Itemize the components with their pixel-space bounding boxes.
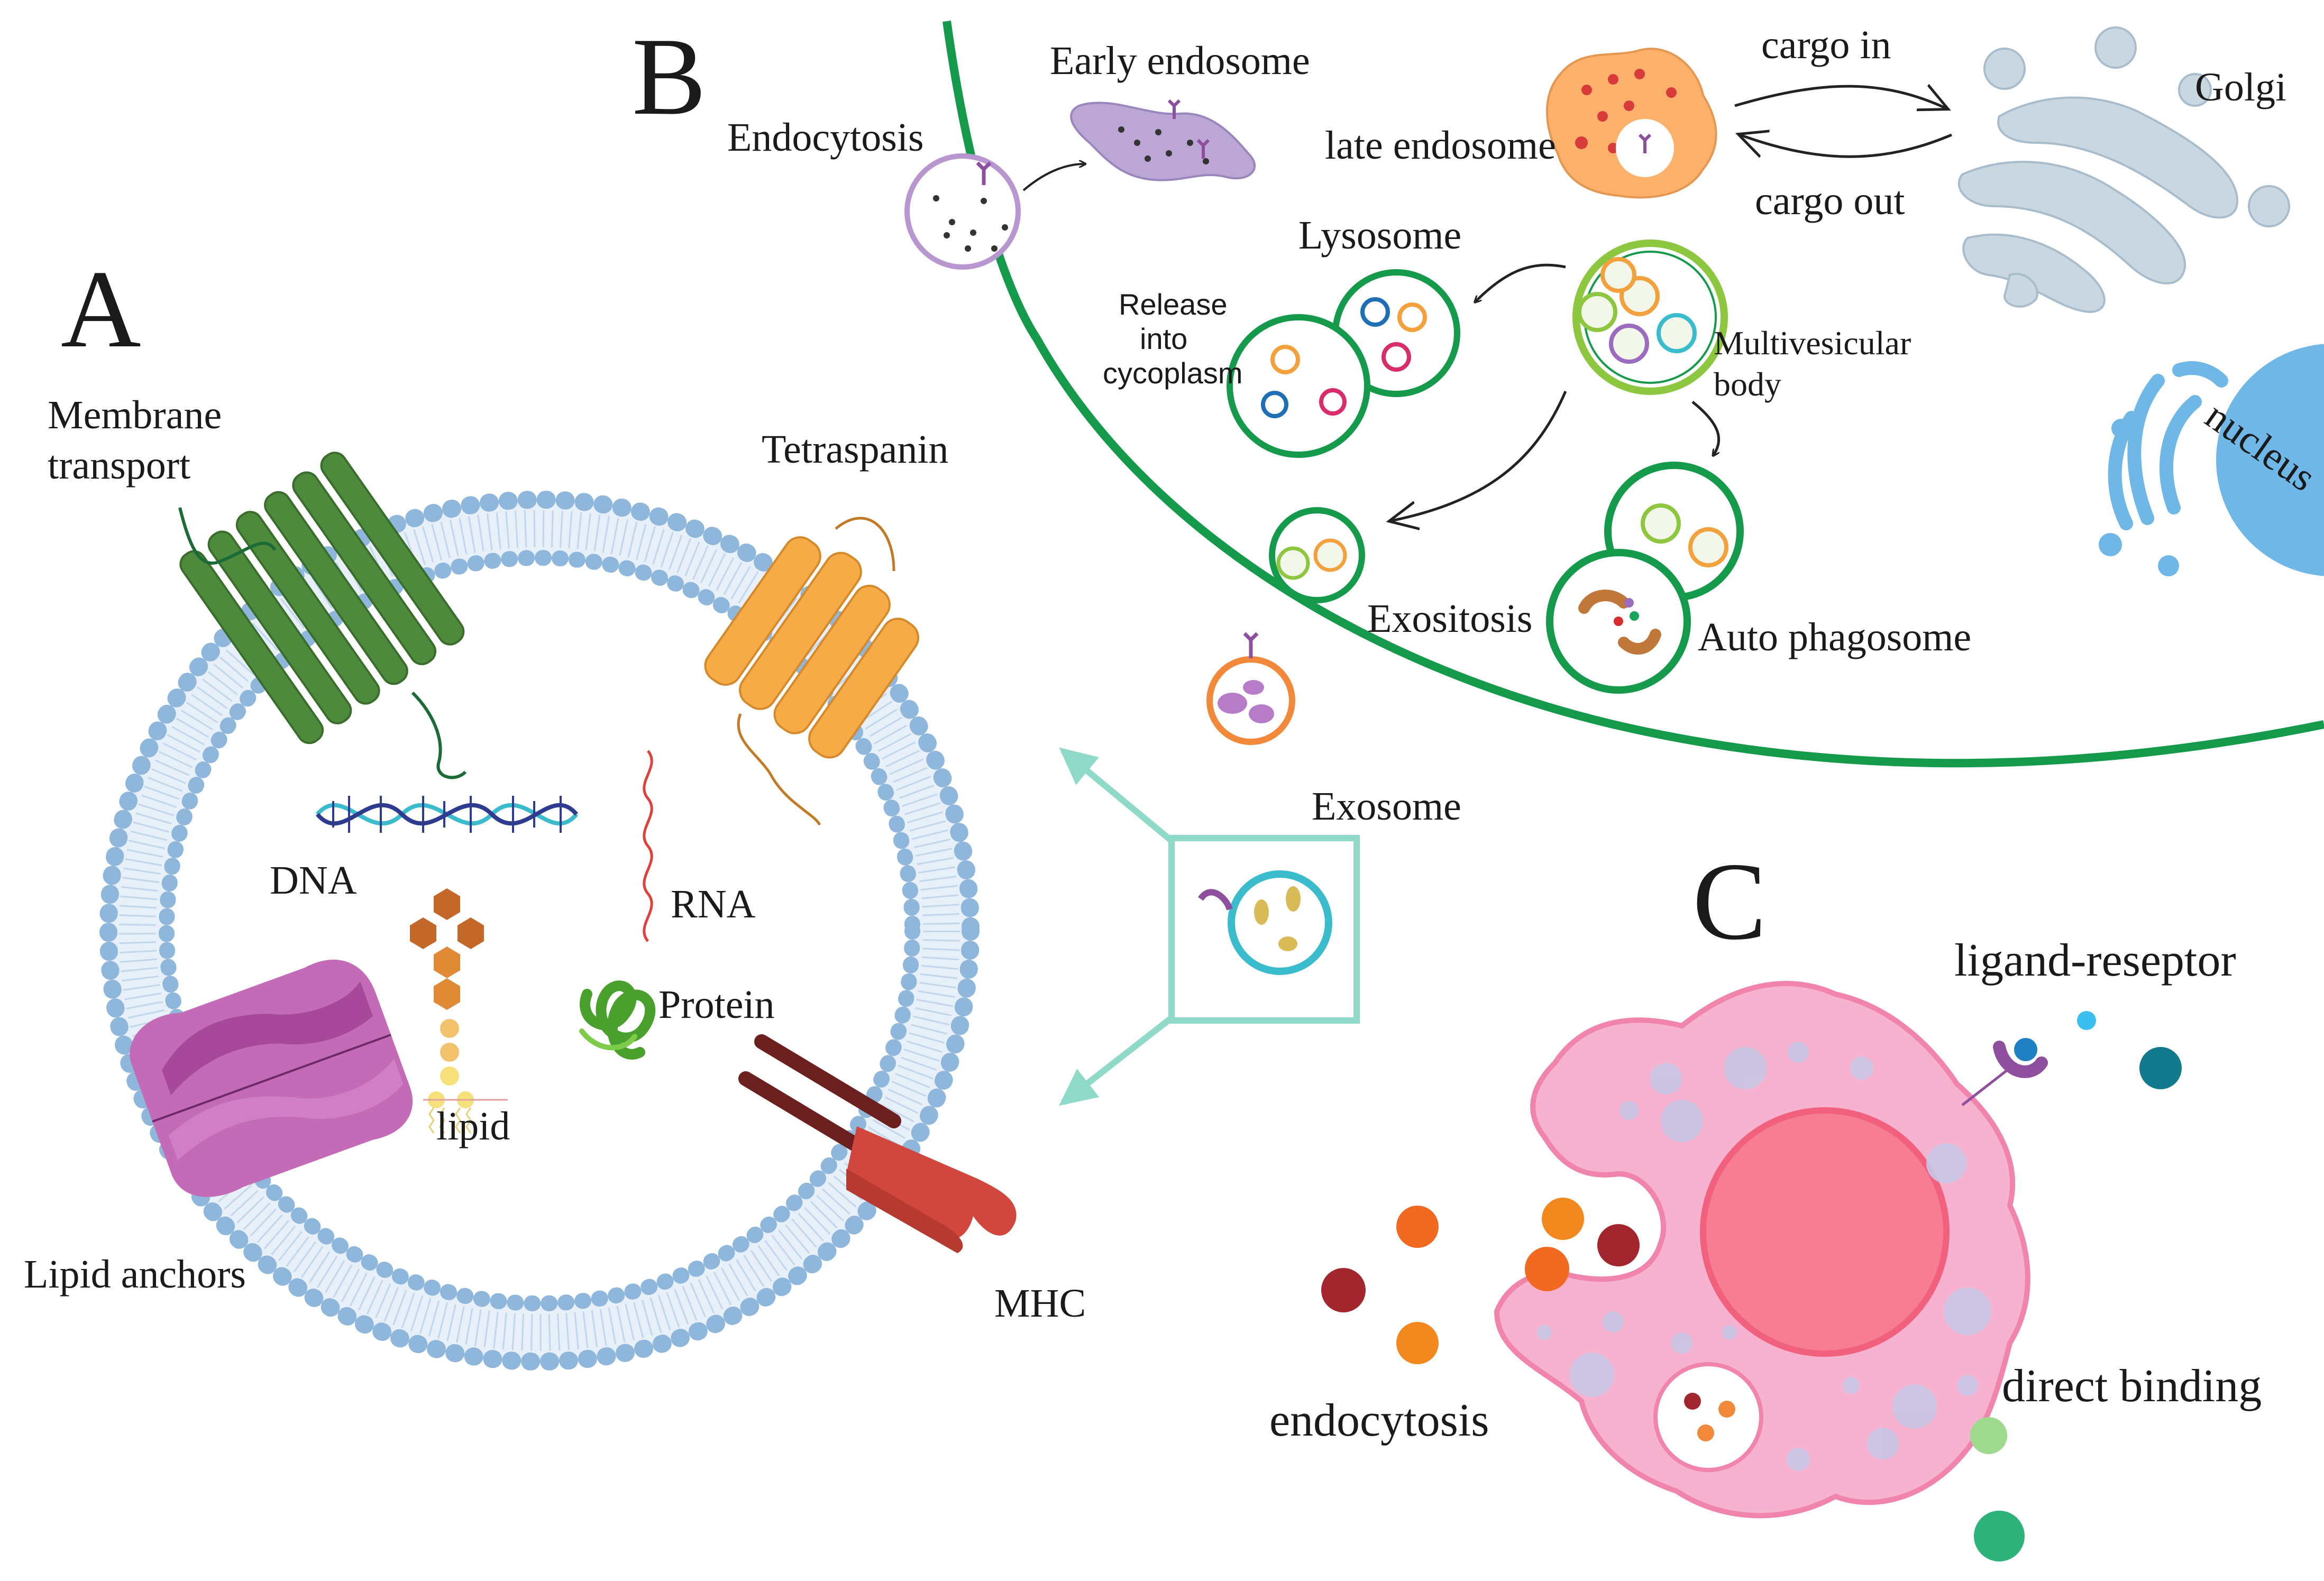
bilayer-outer <box>99 491 980 1371</box>
lysosome-shape <box>1227 269 1460 458</box>
label-lysosome: Lysosome <box>1298 213 1461 258</box>
cell-membrane <box>943 20 2324 768</box>
arrow-mvb-to-autophagosome <box>1691 401 1721 455</box>
label-endocytosis-c: endocytosis <box>1269 1395 1489 1446</box>
arrow-mvb-to-lysosome <box>1476 263 1566 301</box>
exosome-zoom <box>1059 747 1360 1106</box>
lipid-molecule <box>410 888 508 1134</box>
arrow-cargo-in <box>1734 86 1946 108</box>
label-auto-phagosome: Auto phagosome <box>1698 615 1971 659</box>
label-late-endosome: late endosome <box>1325 123 1556 168</box>
arrow-zoom-down <box>1059 1015 1174 1106</box>
receptor-icon <box>1993 1041 2048 1078</box>
label-membrane-transport-1: Membrane <box>48 393 222 437</box>
multivesicular-body-shape <box>1572 240 1728 395</box>
label-lipid-anchors: Lipid anchors <box>24 1252 246 1297</box>
late-endosome-shape <box>1546 48 1717 199</box>
released-exosome <box>1206 632 1295 745</box>
internal-endosome <box>1653 1362 1763 1472</box>
label-release-1: Release <box>1119 288 1227 321</box>
arrow-zoom-up <box>1059 747 1174 843</box>
label-early-endosome: Early endosome <box>1050 39 1310 83</box>
label-mvb-1: Multivesicular <box>1714 324 1911 362</box>
arrow-mvb-to-exositosis <box>1391 391 1567 521</box>
label-release-2: into <box>1140 322 1187 355</box>
endocytosis-vesicle <box>904 153 1021 270</box>
panel-a <box>99 452 1017 1371</box>
label-exositosis: Exositosis <box>1367 596 1533 641</box>
tetraspanin-protein <box>704 536 919 759</box>
label-mhc: MHC <box>994 1281 1086 1326</box>
panel-c <box>1321 981 2182 1561</box>
label-cargo-out: cargo out <box>1755 179 1905 223</box>
panel-label-a: A <box>61 248 141 371</box>
rna-strand <box>643 750 653 942</box>
label-mvb-2: body <box>1714 365 1781 403</box>
bilayer-inner <box>159 550 920 1311</box>
membrane-transport-protein <box>179 452 465 744</box>
recipient-nucleus <box>1700 1107 1950 1357</box>
panel-label-c: C <box>1692 840 1767 963</box>
label-cargo-in: cargo in <box>1761 23 1891 67</box>
cytoplasm-vesicles <box>1537 1042 1991 1471</box>
label-dna: DNA <box>270 858 357 903</box>
label-lipid: lipid <box>436 1104 510 1148</box>
label-direct-binding: direct binding <box>2002 1361 2262 1412</box>
panel-label-b: B <box>632 15 706 138</box>
arrow-to-early-endosome <box>1022 164 1084 191</box>
autophagosome-shape <box>1546 462 1744 694</box>
dna-strand <box>315 796 579 833</box>
label-ligand-receptor: ligand-reseptor <box>1954 935 2236 986</box>
exositosis-shape <box>1269 507 1365 603</box>
label-release-3: cycoplasm <box>1103 356 1243 390</box>
label-exosome: Exosome <box>1312 784 1461 829</box>
label-protein: Protein <box>658 982 775 1027</box>
panel-b <box>904 20 2324 768</box>
label-membrane-transport-2: transport <box>48 443 190 488</box>
golgi-shape <box>1957 26 2290 314</box>
label-tetraspanin: Tetraspanin <box>762 427 948 472</box>
label-endocytosis-b: Endocytosis <box>727 115 924 160</box>
label-rna: RNA <box>671 882 756 926</box>
protein-knot <box>579 980 656 1060</box>
lipid-anchor-protein <box>130 960 413 1197</box>
nucleus-b-shape <box>2099 344 2324 576</box>
early-endosome-shape <box>1070 99 1256 181</box>
mhc-protein <box>738 1034 1017 1253</box>
arrow-cargo-out <box>1740 135 1952 158</box>
label-golgi: Golgi <box>2195 65 2286 109</box>
